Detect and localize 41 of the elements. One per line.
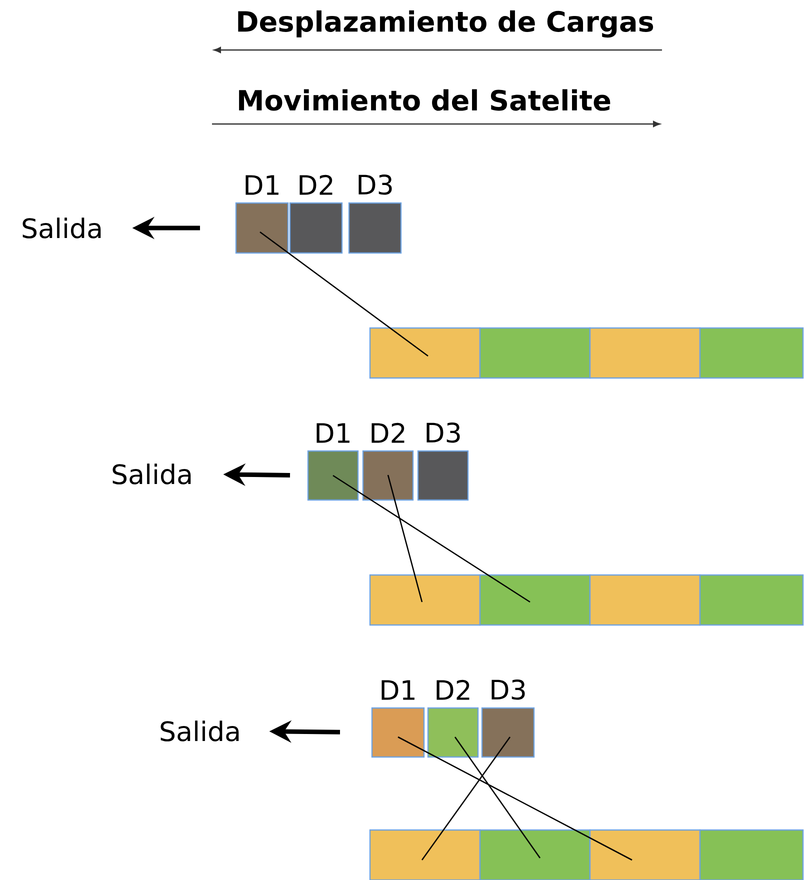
detector-box: D2 xyxy=(289,174,343,254)
strip-cell xyxy=(699,327,804,379)
strip-cell xyxy=(699,829,804,880)
detector-box: D1 xyxy=(235,175,289,254)
strip-cell xyxy=(699,574,804,626)
node-label: D2 xyxy=(300,174,332,195)
strip-cell xyxy=(369,327,481,379)
heading: Movimiento del Satelite xyxy=(239,89,610,111)
node-label: D3 xyxy=(426,422,460,443)
output-label: Salida xyxy=(160,720,239,742)
node-label: D3 xyxy=(492,679,525,700)
connector-line xyxy=(454,736,541,858)
output-label: Salida xyxy=(22,218,101,238)
node-label: D3 xyxy=(358,174,392,195)
connector-line xyxy=(421,736,511,860)
strip-cell xyxy=(479,327,591,379)
strip-cell xyxy=(589,574,701,626)
strip-cell xyxy=(589,327,701,379)
strip-cell xyxy=(369,829,481,880)
detector-box: D1 xyxy=(307,423,359,501)
heading: Desplazamiento de Cargas xyxy=(238,10,654,38)
strip-cell xyxy=(479,574,591,626)
output-label: Salida xyxy=(112,464,191,484)
detector-box: D2 xyxy=(362,422,414,501)
detector-box: D3 xyxy=(481,679,535,758)
connector-line xyxy=(398,736,632,861)
connector-line xyxy=(260,231,428,357)
connector-line xyxy=(387,474,423,602)
strip-cell xyxy=(369,574,481,626)
detector-box: D3 xyxy=(417,422,469,501)
detector-box: D1 xyxy=(371,680,425,758)
node-label: D1 xyxy=(316,423,350,443)
connector-line xyxy=(332,474,530,603)
detector-box: D2 xyxy=(427,680,479,758)
node-label: D2 xyxy=(372,422,404,443)
node-label: D1 xyxy=(246,175,278,195)
node-label: D1 xyxy=(382,680,414,700)
strip-cell xyxy=(589,829,701,880)
detector-box: D3 xyxy=(348,174,402,254)
node-label: D2 xyxy=(436,680,470,700)
strip-cell xyxy=(479,829,591,880)
